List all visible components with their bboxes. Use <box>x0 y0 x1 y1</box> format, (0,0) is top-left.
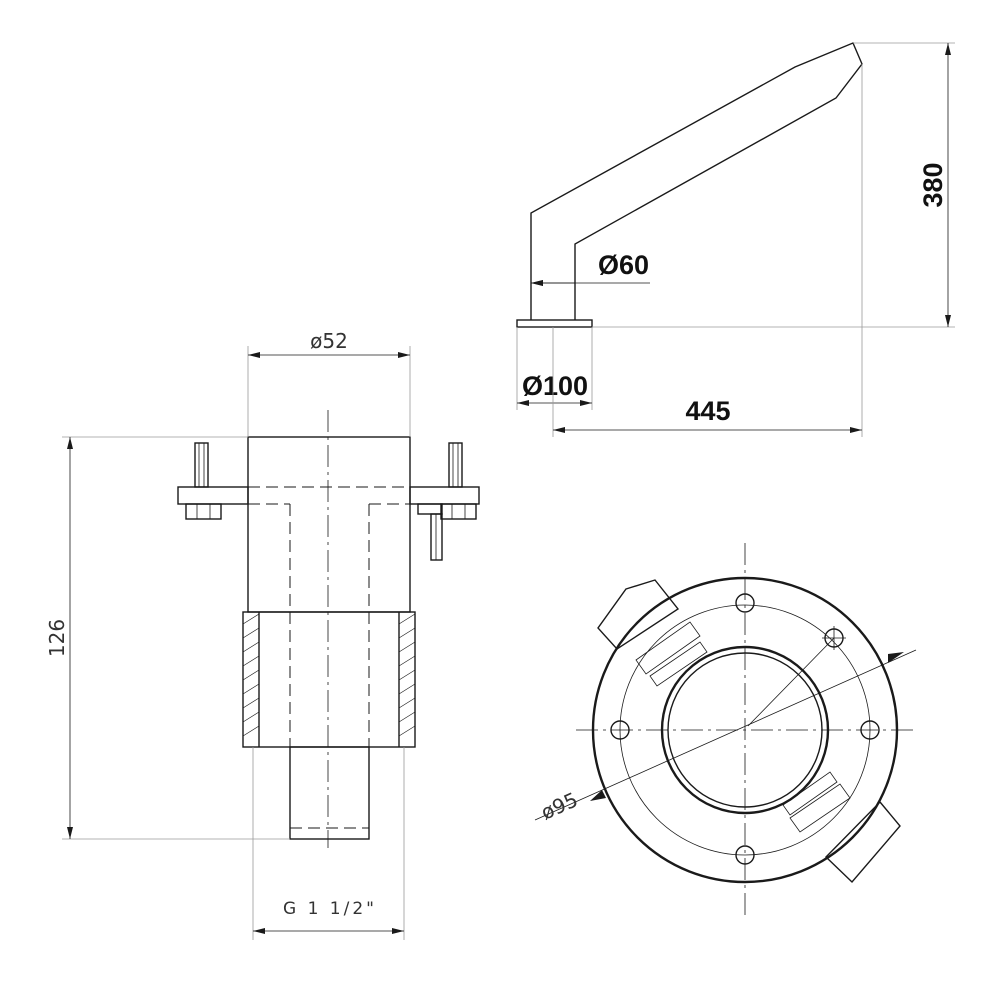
spout-base-flange <box>516 319 593 328</box>
sleeve-hatching-left <box>242 613 260 737</box>
mounting-tab-upper-left <box>597 579 680 650</box>
dim-thread-label: G 1 1/2" <box>283 899 377 919</box>
dim-100-label: Ø100 <box>522 371 588 401</box>
flange-plan-view: ø95 <box>534 543 917 916</box>
dim-60-label: Ø60 <box>598 250 649 280</box>
tab-slot-lower-right <box>782 771 851 833</box>
left-bolt <box>177 442 249 520</box>
threaded-sleeve <box>242 611 416 748</box>
tab-slot-upper-left <box>635 621 708 687</box>
dim-445-label: 445 <box>685 396 730 426</box>
mounting-tab-lower-right <box>825 800 901 884</box>
dim-95-label: ø95 <box>537 787 581 824</box>
fitting-body <box>247 436 411 613</box>
dim-380-label: 380 <box>918 162 948 207</box>
spout-side-view: 380 Ø60 Ø100 445 <box>516 42 955 437</box>
spout-outline <box>530 42 863 320</box>
right-bolt <box>409 442 480 561</box>
dim-126-label: 126 <box>45 619 69 657</box>
dim-52-label: ø52 <box>310 329 348 353</box>
dim-line-95 <box>534 649 917 821</box>
fitting-section-view: ø52 126 G 1 1/2" <box>45 329 480 940</box>
sleeve-hatching-right <box>398 613 416 737</box>
outlet-pipe <box>289 746 370 840</box>
